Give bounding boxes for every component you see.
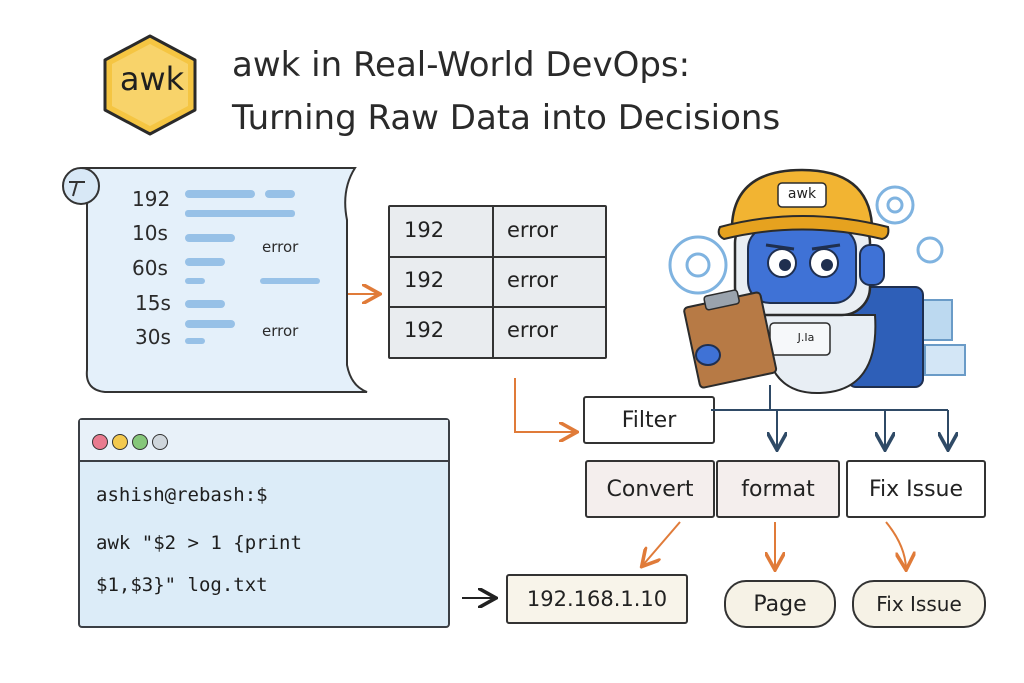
terminal-command-line-1: awk "$2 > 1 {print <box>96 532 302 554</box>
convert-box: Convert <box>585 460 715 518</box>
ip-output-box: 192.168.1.10 <box>506 574 688 624</box>
page-title-line-2: Turning Raw Data into Decisions <box>232 98 781 138</box>
terminal-dot-gray[interactable] <box>152 434 168 450</box>
table-cell-ip: 192 <box>404 218 445 242</box>
arrow-table-to-filter <box>514 378 575 432</box>
log-line-4: 15s <box>135 291 171 315</box>
robot-hat-label: awk <box>787 186 817 202</box>
log-line-3: 60s <box>132 256 168 280</box>
format-box: format <box>716 460 840 518</box>
log-line-2-error: error <box>262 238 299 256</box>
table-divider <box>492 207 494 357</box>
fix-issue-output-pill: Fix Issue <box>852 580 986 628</box>
table-row: 192 error <box>390 207 605 258</box>
table-cell-status: error <box>507 268 558 292</box>
log-line-5-error: error <box>262 322 299 340</box>
robot-mascot-icon <box>668 168 966 395</box>
terminal-command-line-2: $1,$3}" log.txt <box>96 574 268 596</box>
filter-box: Filter <box>583 396 715 444</box>
logo-text: awk <box>119 60 185 98</box>
log-line-5: 30s <box>135 325 171 349</box>
robot-badge-text: J.Ia <box>797 331 815 344</box>
terminal-dot-yellow[interactable] <box>112 434 128 450</box>
log-scroll <box>62 167 368 393</box>
terminal-dot-green[interactable] <box>132 434 148 450</box>
arrow-fix-to-fix <box>885 521 906 568</box>
terminal-window: ashish@rebash:$ awk "$2 > 1 {print $1,$3… <box>78 418 450 628</box>
table-cell-status: error <box>507 218 558 242</box>
page-title-line-1: awk in Real-World DevOps: <box>232 45 691 85</box>
table-row: 192 error <box>390 307 605 356</box>
arrow-convert-to-ip <box>643 521 681 565</box>
log-line-2: 10s <box>132 221 168 245</box>
table-cell-status: error <box>507 318 558 342</box>
parsed-table: 192 error 192 error 192 error <box>388 205 607 359</box>
terminal-title-bar <box>80 420 448 462</box>
fix-issue-box: Fix Issue <box>846 460 986 518</box>
terminal-dot-red[interactable] <box>92 434 108 450</box>
page-output-pill: Page <box>724 580 836 628</box>
table-row: 192 error <box>390 257 605 308</box>
table-cell-ip: 192 <box>404 268 445 292</box>
awk-hexagon-logo-icon <box>103 34 197 136</box>
log-line-1: 192 <box>132 187 171 211</box>
table-cell-ip: 192 <box>404 318 445 342</box>
terminal-prompt: ashish@rebash:$ <box>96 484 268 506</box>
